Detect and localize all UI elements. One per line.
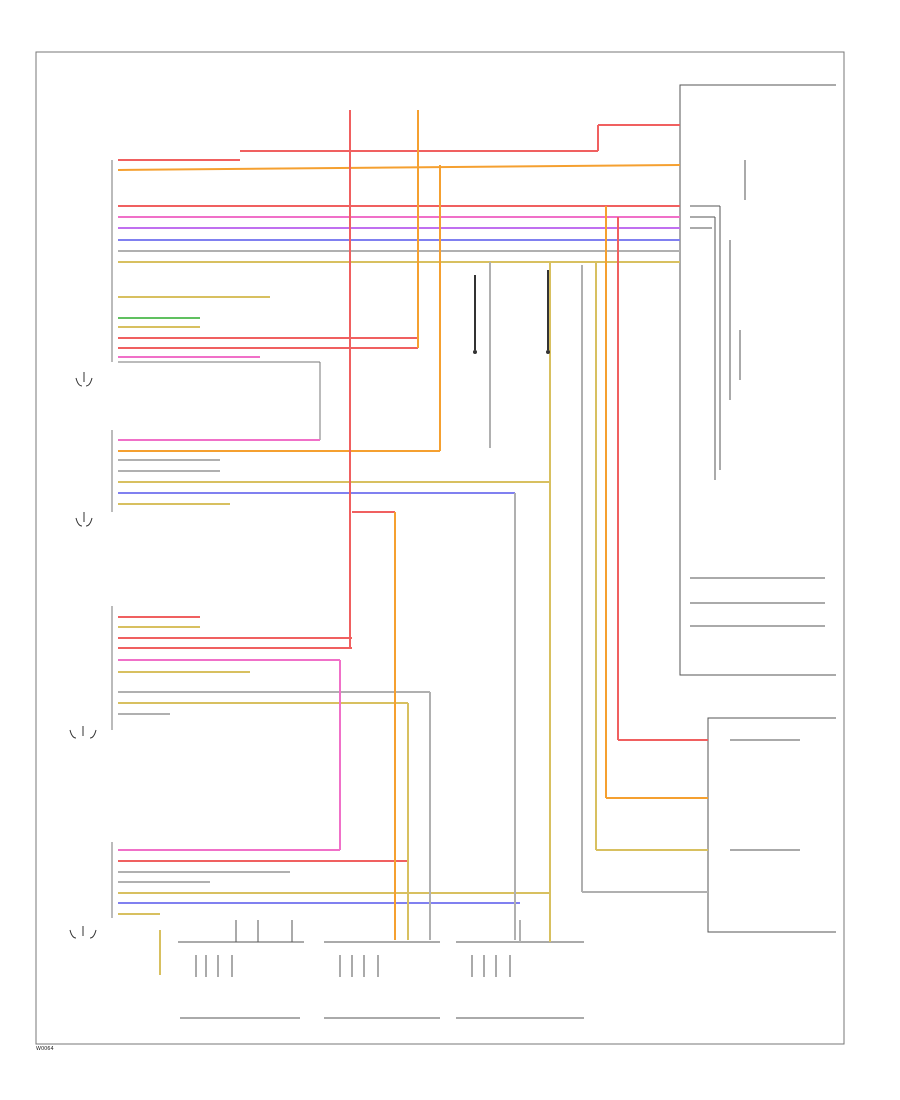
lamp-icon-2	[75, 512, 93, 527]
window-switch-left	[159, 920, 304, 1019]
passenger-door-switch-module	[707, 717, 836, 933]
vertical-wires	[339, 110, 708, 940]
diagram-frame	[35, 51, 845, 1045]
diagram-code: W0064	[36, 1046, 54, 1052]
left-module-edges	[111, 160, 321, 918]
window-switch-right	[456, 920, 584, 1019]
window-switch-middle	[324, 941, 440, 1019]
lamp-icon-4	[69, 926, 97, 939]
wire-group-bottom	[118, 849, 550, 915]
lamp-icon-1	[75, 372, 93, 387]
ground-points	[473, 350, 550, 354]
wire-orange-1	[117, 164, 681, 171]
driver-door-switch-module	[679, 84, 836, 676]
wire-group-top	[117, 150, 681, 263]
wire-group-lighting	[118, 296, 418, 358]
right-module-traces	[690, 160, 825, 851]
lamp-icon-3	[69, 726, 97, 739]
wire-group-mid	[118, 439, 550, 505]
wire-group-lower	[118, 616, 430, 715]
